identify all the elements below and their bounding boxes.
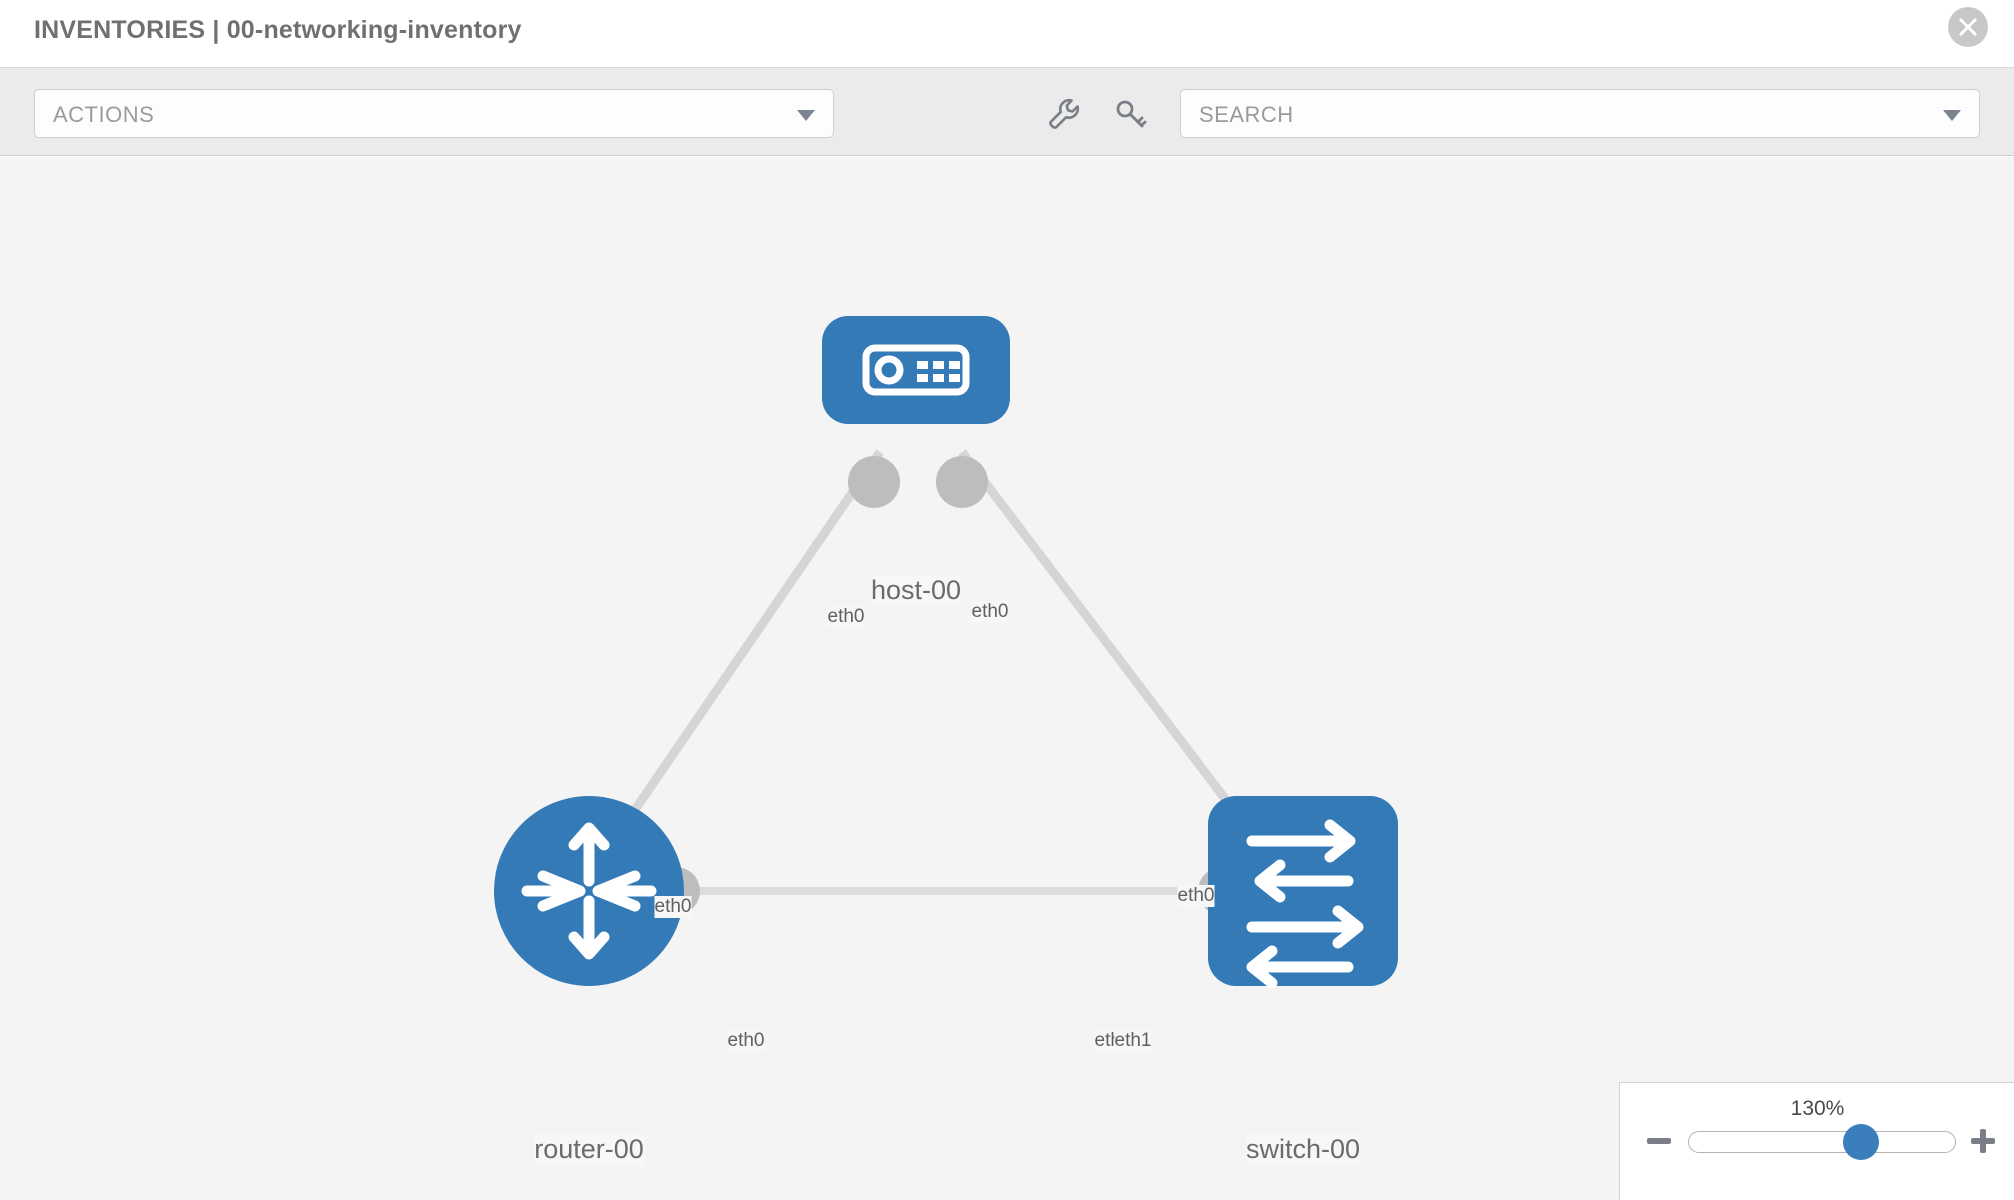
toolbar: ACTIONS SEARCH [0,68,2014,156]
search-input[interactable]: SEARCH [1180,89,1980,138]
chevron-down-icon [1943,110,1961,121]
plus-icon [1971,1129,1995,1153]
node-router-00[interactable] [494,796,684,986]
link-host-switch[interactable] [958,449,1252,832]
stub-host-right[interactable] [936,456,988,508]
zoom-slider-handle[interactable] [1843,1124,1879,1160]
close-button[interactable] [1948,7,1988,47]
topology-canvas[interactable]: host-00 router-00 switch-00 eth0 eth0 et… [0,157,2014,1200]
server-appliance-icon [862,344,970,396]
wrench-icon [1049,98,1080,129]
link-host-router[interactable] [626,449,884,820]
key-button[interactable] [1112,96,1148,132]
chevron-down-icon [797,110,815,121]
zoom-out-button[interactable] [1644,1126,1674,1156]
zoom-in-button[interactable] [1968,1126,1998,1156]
actions-dropdown[interactable]: ACTIONS [34,89,834,138]
search-placeholder: SEARCH [1199,102,1294,127]
close-icon [1959,18,1977,36]
zoom-slider-track[interactable] [1688,1131,1956,1153]
actions-dropdown-label: ACTIONS [53,102,155,127]
node-host-00[interactable] [822,316,1010,424]
topology-graph [494,316,1398,989]
interface-stub-layer [652,456,1274,915]
link-layer [626,449,1252,895]
switch-arrows-icon [1246,819,1364,989]
wrench-button[interactable] [1046,96,1082,132]
page-title: INVENTORIES | 00-networking-inventory [34,16,522,44]
zoom-control-panel: 130% [1619,1082,2014,1200]
page-header: INVENTORIES | 00-networking-inventory [0,0,2014,68]
key-icon [1116,100,1147,128]
router-arrows-icon [521,822,657,960]
stub-host-left[interactable] [848,456,900,508]
minus-icon [1647,1138,1671,1144]
zoom-level-text: 130% [1790,1097,1845,1120]
node-switch-00[interactable] [1208,796,1398,989]
